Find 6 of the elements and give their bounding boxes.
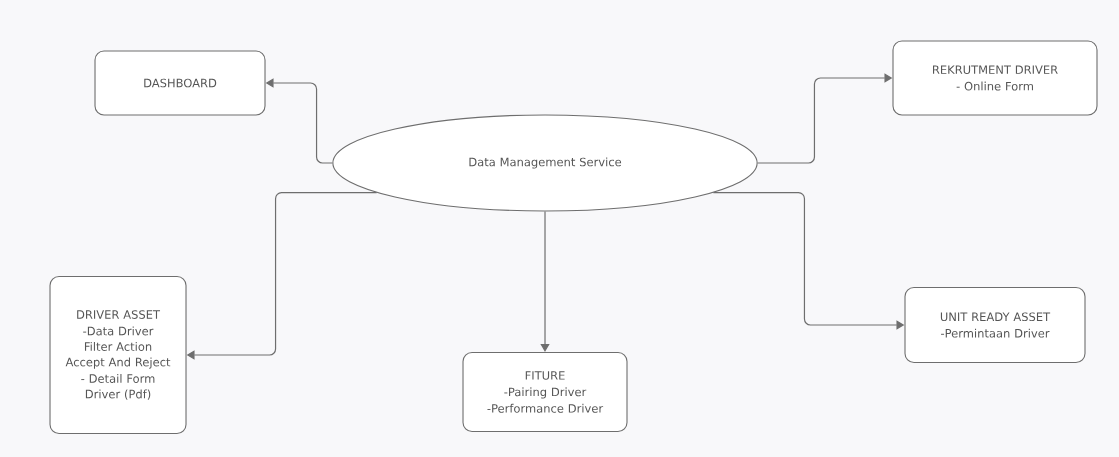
module-box: FITURE -Pairing Driver -Performance Driver — [462, 351, 628, 433]
module-box: DASHBOARD — [94, 50, 266, 116]
module-box: REKRUTMENT DRIVER - Online Form — [892, 40, 1098, 116]
module-box: UNIT READY ASSET -Permintaan Driver — [904, 286, 1086, 364]
module-box: DRIVER ASSET -Data Driver Filter Action Accept And Reject - Detail Form Driver (Pdf) — [49, 275, 187, 435]
arrow — [540, 210, 550, 352]
